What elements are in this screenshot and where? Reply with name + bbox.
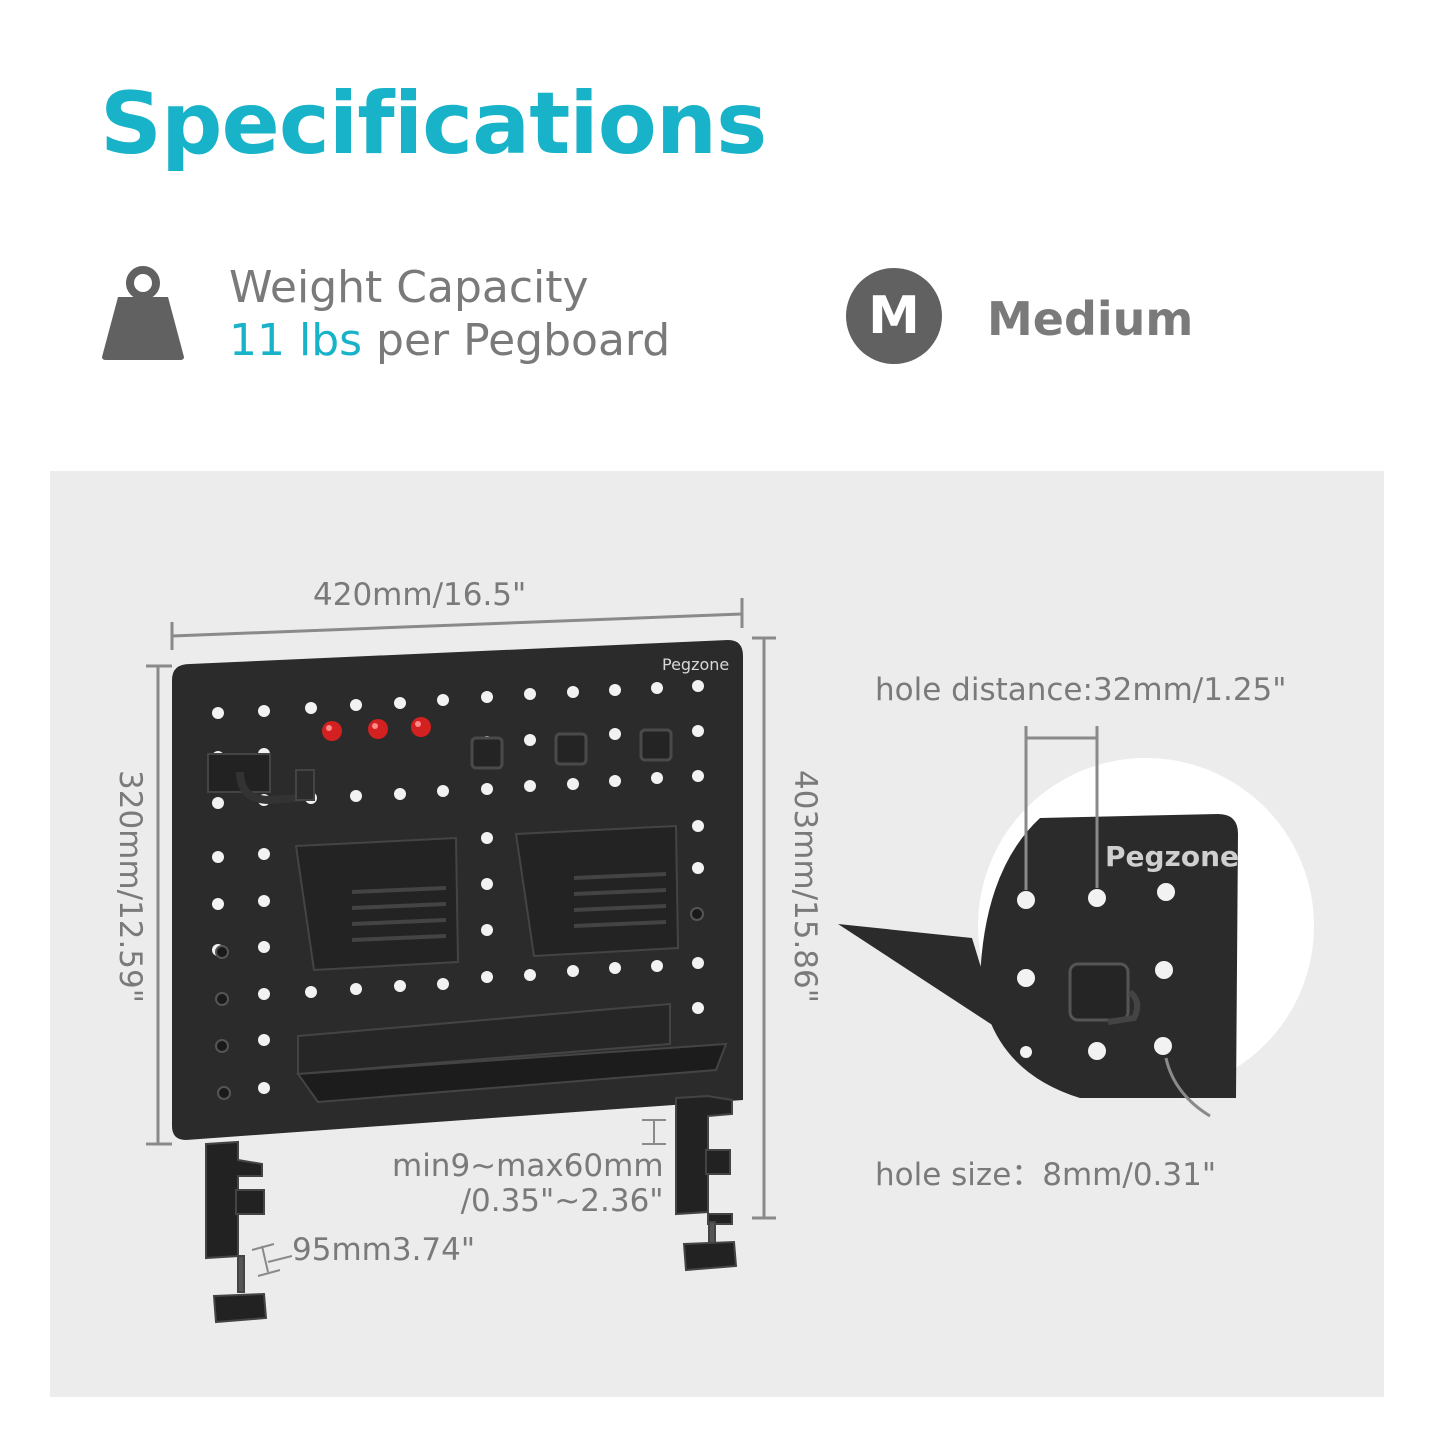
- clamp-range-line1: min9~max60mm: [392, 1148, 664, 1184]
- size-badge: M: [846, 268, 942, 364]
- right-clamp: [675, 1094, 738, 1272]
- storage-box-left: [294, 836, 460, 972]
- total-height-dimension-line: [752, 636, 776, 1220]
- zoom-brand-logo: Pegzone: [1105, 840, 1240, 873]
- clamp-depth-dimension: 95mm3.74": [292, 1232, 476, 1268]
- zoom-detail: [838, 726, 1314, 1118]
- headphone-hook: [207, 753, 315, 805]
- board-brand-logo: Pegzone: [662, 655, 730, 674]
- small-hooks: [470, 728, 673, 770]
- board-height-dimension: 320mm/12.59": [112, 770, 148, 1004]
- total-height-dimension: 403mm/15.86": [787, 770, 823, 1004]
- weight-capacity-unit: per Pegboard: [362, 315, 671, 366]
- clamp-range-marker: [642, 1119, 666, 1145]
- board-screws: [215, 907, 704, 1100]
- width-dimension: 420mm/16.5": [313, 577, 527, 613]
- left-clamp: [205, 1140, 268, 1324]
- hole-size-dimension: hole size：8mm/0.31": [875, 1157, 1217, 1193]
- clamp-depth-marker: [251, 1243, 293, 1277]
- pegboard-holes: [212, 680, 704, 1094]
- storage-box-right: [514, 824, 680, 958]
- page-title: Specifications: [100, 74, 767, 174]
- clamp-range-dimension: min9~max60mm /0.35"~2.36": [392, 1149, 664, 1219]
- weight-capacity-label: Weight Capacity: [229, 262, 589, 313]
- weight-capacity-amount: 11 lbs: [229, 315, 363, 366]
- hole-distance-dimension: hole distance:32mm/1.25": [875, 672, 1287, 708]
- board-height-dimension-line: [146, 664, 172, 1146]
- shelf: [296, 1002, 728, 1104]
- weight-capacity-value: 11 lbs per Pegboard: [229, 315, 670, 366]
- red-pins: [322, 717, 431, 741]
- weight-icon: [102, 266, 184, 360]
- width-dimension-line: [170, 598, 744, 650]
- clamp-range-line2: /0.35"~2.36": [460, 1183, 664, 1219]
- size-label: Medium: [987, 292, 1194, 346]
